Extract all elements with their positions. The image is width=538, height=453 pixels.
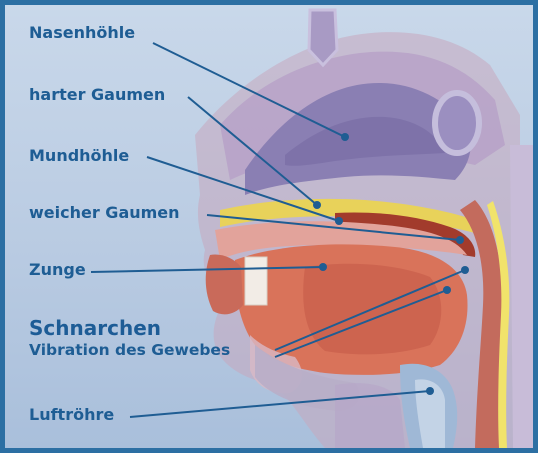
lip-shape [206,255,243,315]
dot-mundhoehle [335,217,343,225]
dot-harter-gaumen [313,201,321,209]
dot-zunge [319,263,327,271]
dot-schnarchen-2 [443,286,451,294]
label-hard-palate: harter Gaumen [29,87,165,103]
label-nasal-cavity: Nasenhöhle [29,25,135,41]
label-tongue: Zunge [29,262,86,278]
label-snoring-title: Schnarchen [29,318,161,338]
dot-luftroehre [426,387,434,395]
spine-shape [510,145,533,448]
teeth-shape [245,257,267,305]
dot-weicher-gaumen [456,236,464,244]
dot-schnarchen-1 [461,266,469,274]
label-soft-palate: weicher Gaumen [29,205,180,221]
sinus-shape [435,93,479,153]
dot-nasenhoehle [341,133,349,141]
anatomy-illustration [5,5,533,448]
label-snoring-subtitle: Vibration des Gewebes [29,343,230,359]
label-oral-cavity: Mundhöhle [29,148,129,164]
label-trachea: Luftröhre [29,407,114,423]
